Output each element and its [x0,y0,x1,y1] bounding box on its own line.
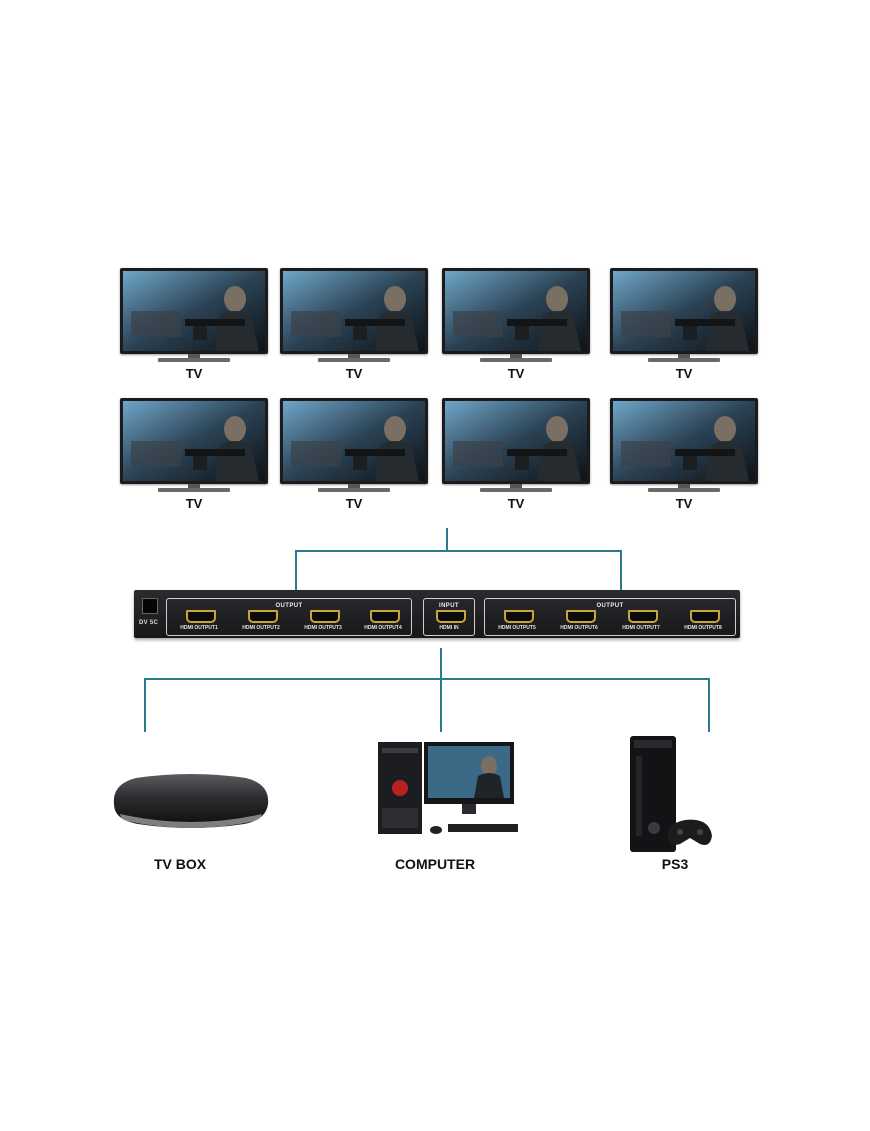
ps3-label: PS3 [661,856,689,872]
tv-screen [610,398,758,484]
port-label: HDMI OUTPUT7 [622,625,660,631]
wire-tv-bus [295,550,622,552]
dc-power-jack [142,598,158,614]
hdmi-output-port-6: HDMI OUTPUT6 [560,608,598,631]
port-label: HDMI OUTPUT5 [498,625,536,631]
hdmi-output-port-4: HDMI OUTPUT4 [364,608,402,631]
tv-label: TV [185,366,203,381]
tv-screen [120,268,268,354]
game-console-icon [630,736,712,852]
tv-screen [442,398,590,484]
port-label: HDMI IN [439,625,459,631]
port-label: HDMI OUTPUT8 [684,625,722,631]
hdmi-output-port-8: HDMI OUTPUT8 [684,608,722,631]
tv-screen [280,268,428,354]
port-label: HDMI OUTPUT2 [242,625,280,631]
tv-box-label: TV BOX [153,856,207,872]
output-group-left: OUTPUT HDMI OUTPUT1 HDMI OUTPUT2 HDMI OU… [166,598,412,636]
input-group: INPUT HDMI IN [423,598,475,636]
wire-tv-left-drop [295,550,297,590]
output-group-right: OUTPUT HDMI OUTPUT5 HDMI OUTPUT6 HDMI OU… [484,598,736,636]
port-label: HDMI OUTPUT3 [304,625,342,631]
tv-label: TV [345,366,363,381]
tv-label: TV [185,496,203,511]
tv-screen [442,268,590,354]
hdmi-output-port-7: HDMI OUTPUT7 [622,608,660,631]
tv-label: TV [507,496,525,511]
wire-source-left-drop [144,678,146,732]
computer-label: COMPUTER [394,856,476,872]
hdmi-input-port: HDMI IN [431,608,467,631]
hdmi-output-port-5: HDMI OUTPUT5 [498,608,536,631]
wire-source-right-drop [708,678,710,732]
tv-label: TV [345,496,363,511]
tv-screen [120,398,268,484]
wire-source-bus [144,678,710,680]
input-title: INPUT [435,603,463,609]
tv-box-icon [113,774,269,828]
output-title-left: OUTPUT [271,603,307,609]
port-label: HDMI OUTPUT4 [364,625,402,631]
wire-tv-right-drop [620,550,622,590]
hdmi-output-port-1: HDMI OUTPUT1 [180,608,218,631]
dc-label: DV 5C [139,620,159,626]
tv-label: TV [675,496,693,511]
tv-screen [280,398,428,484]
hdmi-output-port-3: HDMI OUTPUT3 [304,608,342,631]
computer-icon [378,742,518,834]
tv-label: TV [507,366,525,381]
wire-source-trunk [440,648,442,732]
port-label: HDMI OUTPUT1 [180,625,218,631]
hdmi-output-port-2: HDMI OUTPUT2 [242,608,280,631]
output-title-right: OUTPUT [592,603,628,609]
tv-screen [610,268,758,354]
tv-label: TV [675,366,693,381]
port-label: HDMI OUTPUT6 [560,625,598,631]
wire-tv-trunk [446,528,448,552]
hdmi-splitter: DV 5C OUTPUT HDMI OUTPUT1 HDMI OUTPUT2 H… [134,590,740,638]
